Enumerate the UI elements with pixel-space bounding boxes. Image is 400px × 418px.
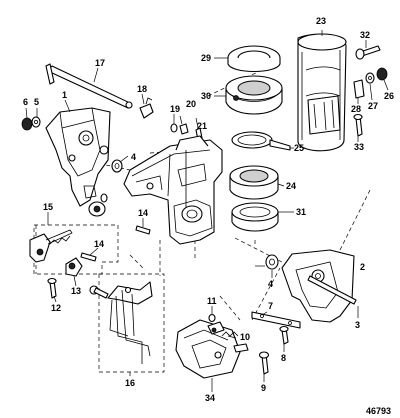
plate-7 — [251, 311, 301, 329]
callout-29: 29 — [201, 53, 211, 63]
bolt-32 — [355, 45, 381, 60]
bolt-9 — [258, 351, 270, 375]
callout-33: 33 — [354, 142, 364, 152]
callout-32: 32 — [360, 30, 370, 40]
callout-7: 7 — [268, 301, 273, 311]
tilt-support-16 — [89, 281, 153, 364]
swivel-housing-23 — [297, 33, 347, 152]
callout-14a: 14 — [138, 208, 148, 218]
bracket-34 — [175, 319, 249, 379]
swivel-bracket — [123, 135, 223, 245]
callout-18: 18 — [137, 84, 147, 94]
callout-4a: 4 — [131, 152, 136, 162]
callout-4b: 4 — [268, 279, 273, 289]
figure-code: 46793 — [366, 406, 391, 416]
spring-10 — [221, 331, 239, 337]
pin-14-upper — [135, 225, 151, 235]
bushing-28 — [353, 79, 365, 99]
callout-9: 9 — [261, 383, 266, 393]
screw-8 — [279, 325, 289, 345]
callout-28: 28 — [351, 104, 361, 114]
pin-11 — [208, 313, 216, 323]
callout-20: 20 — [186, 99, 196, 109]
callout-13: 13 — [71, 286, 81, 296]
clamp-ring-25 — [231, 131, 291, 151]
callout-27: 27 — [368, 101, 378, 111]
callout-6: 6 — [23, 97, 28, 107]
callout-12: 12 — [51, 303, 61, 313]
leader-lines — [25, 30, 389, 392]
callout-11: 11 — [207, 296, 217, 306]
callout-26: 26 — [384, 91, 394, 101]
knob-13 — [65, 257, 83, 277]
grease-fitting-18 — [139, 97, 154, 119]
bushing-24 — [229, 165, 279, 200]
callout-8: 8 — [281, 353, 286, 363]
nut-and-washer-5-6 — [21, 116, 41, 131]
lock-lever-assembly-15 — [29, 193, 108, 263]
bushing-30 — [225, 75, 283, 115]
callout-25: 25 — [294, 143, 304, 153]
callout-10: 10 — [240, 332, 250, 342]
callout-14b: 14 — [94, 239, 104, 249]
callout-1: 1 — [62, 90, 67, 100]
callout-3: 3 — [355, 320, 360, 330]
callout-2: 2 — [360, 262, 365, 272]
callout-19: 19 — [170, 104, 180, 114]
callout-34: 34 — [205, 393, 215, 403]
washer-27 — [365, 72, 375, 84]
washer-4-left — [111, 159, 123, 173]
screw-33 — [353, 113, 363, 137]
callout-24: 24 — [286, 181, 296, 191]
nut-26 — [376, 67, 388, 81]
callout-21: 21 — [197, 121, 207, 131]
callout-labels: 1 2 3 4 4 5 6 7 8 9 10 11 12 13 14 14 15… — [23, 16, 394, 403]
callout-31: 31 — [296, 207, 306, 217]
left-clamp-bracket — [45, 107, 111, 207]
bearing-29 — [227, 45, 281, 72]
right-clamp-bracket — [281, 249, 357, 323]
ring-31 — [231, 202, 279, 232]
tilt-rod — [45, 63, 133, 109]
pin-14-lower — [80, 252, 97, 262]
callout-30: 30 — [201, 91, 211, 101]
washer-4-right — [265, 254, 279, 270]
callout-16: 16 — [125, 378, 135, 388]
bolt-12 — [47, 277, 57, 299]
callout-15: 15 — [43, 202, 53, 212]
callout-17: 17 — [95, 58, 105, 68]
callout-23: 23 — [316, 16, 326, 26]
callout-5: 5 — [34, 97, 39, 107]
